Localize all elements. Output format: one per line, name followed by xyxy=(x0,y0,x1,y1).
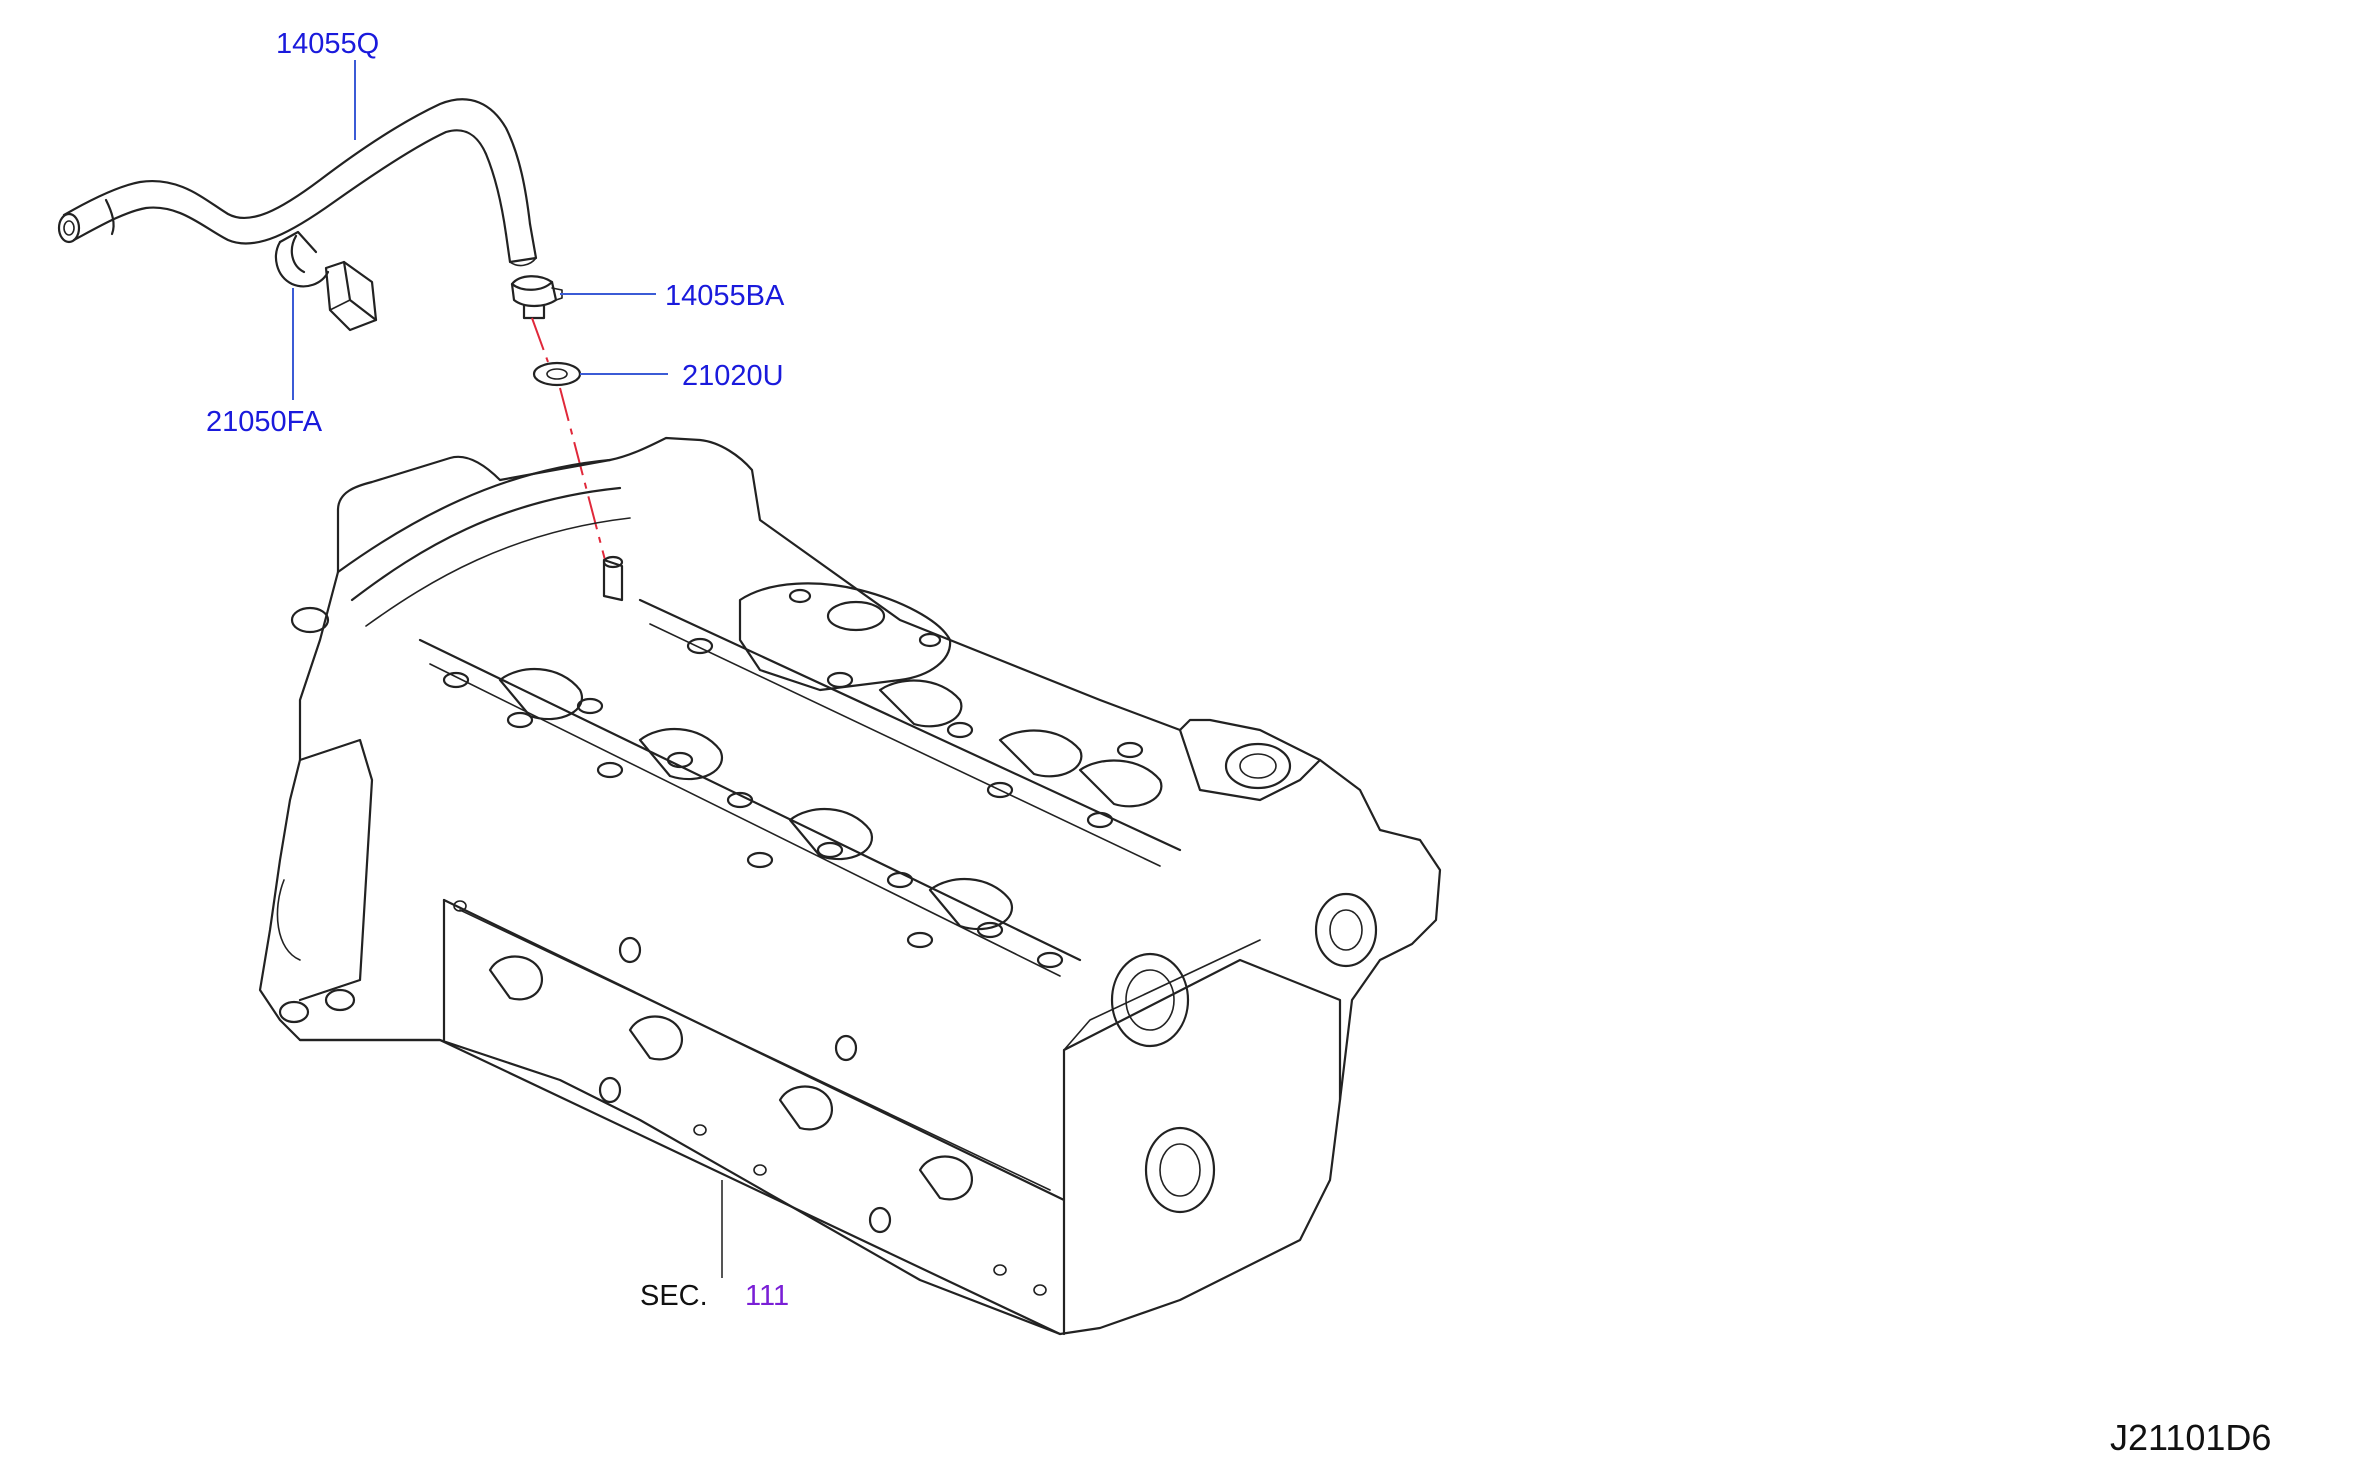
assembly-centerline xyxy=(531,317,606,561)
part-label-clamp-lower: 21050FA xyxy=(206,406,323,438)
diagram-code: J21101D6 xyxy=(2110,1417,2272,1458)
part-label-hose: 14055Q xyxy=(276,28,380,60)
section-ref-prefix: SEC. xyxy=(640,1280,708,1312)
breather-hose xyxy=(57,98,538,267)
part-label-washer: 21020U xyxy=(682,360,784,392)
hose-clamp-lower xyxy=(274,230,378,332)
section-ref-number: 111 xyxy=(745,1280,790,1312)
hose-clamp-upper xyxy=(510,275,563,320)
cylinder-head xyxy=(258,436,1442,1336)
part-label-clamp-upper: 14055BA xyxy=(665,280,785,312)
sealing-washer xyxy=(532,361,582,387)
